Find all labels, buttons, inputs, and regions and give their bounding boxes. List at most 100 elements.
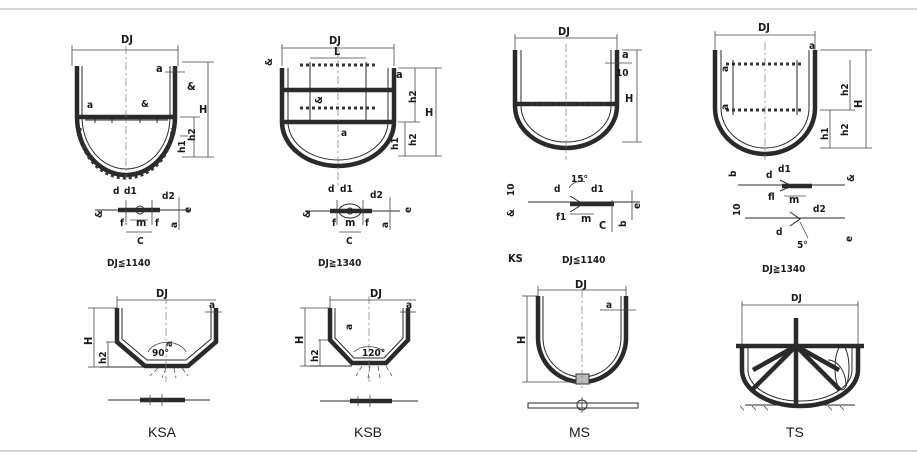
ks-b: b xyxy=(618,220,629,227)
ks-c: C xyxy=(599,219,606,232)
ksa-angle: 90° xyxy=(152,348,169,359)
condition-label-small: DJ≦1140 xyxy=(107,258,150,269)
dim-h2-upper: h2 xyxy=(408,90,419,103)
hub-c: C xyxy=(137,236,144,247)
condition-label-ks: DJ≦1140 xyxy=(562,255,605,266)
dim-H: H xyxy=(199,103,207,116)
fks-d1: d1 xyxy=(778,164,791,175)
dim-a-2: a xyxy=(396,68,403,81)
ms-frame xyxy=(535,290,629,388)
dim-H-2: H xyxy=(425,106,433,119)
fks-dim-a1: a xyxy=(809,41,815,52)
fks-dim-h2: h2 xyxy=(840,83,851,96)
panel-ksb: DJ a H h2 a 120° KSB xyxy=(293,287,418,440)
dim-L: L xyxy=(334,45,341,58)
panel-frame-ks-large: DJ a a a H h2 h1 h2 b d d1 & fl m xyxy=(712,21,872,275)
fks-5deg: 5° xyxy=(797,240,808,251)
ksb-hub-strip xyxy=(320,395,418,407)
ksb-dim-dj: DJ xyxy=(370,287,382,300)
fks-e: e xyxy=(844,236,855,242)
ms-dim-H: H xyxy=(515,336,528,344)
caption-ts: TS xyxy=(786,424,804,440)
ksa-dim-dj: DJ xyxy=(156,287,168,300)
anchor-small-frame xyxy=(74,46,178,180)
ks-dim-dj: DJ xyxy=(558,25,570,38)
panel-frame-large: DJ L & a & a H h2 h1 h2 d xyxy=(264,34,442,269)
frame-large-frame xyxy=(279,44,397,185)
hub-e: e xyxy=(183,207,194,213)
condition-label-fks: DJ≧1340 xyxy=(762,264,805,275)
dim-amp-blade: & xyxy=(141,99,149,110)
hub2-d: d xyxy=(328,184,334,195)
caption-ms: MS xyxy=(569,424,590,440)
ms-hub-block xyxy=(575,373,590,385)
fks-10: 10 xyxy=(732,203,743,216)
dim-dj-2: DJ xyxy=(329,34,341,47)
ms-dim-dj: DJ xyxy=(575,278,587,291)
dim-dj: DJ xyxy=(121,33,133,46)
hub2-f-right: f xyxy=(365,218,369,229)
dim-a: a xyxy=(156,62,163,75)
hub-a: a xyxy=(169,222,180,228)
hub-section-large: d d1 d2 & e f m f C a DJ≧1340 xyxy=(302,184,414,269)
caption-ksb: KSB xyxy=(354,424,382,440)
hub2-m: m xyxy=(345,216,355,229)
panel-ms: DJ a H MS xyxy=(515,278,639,440)
hub2-f-left: f xyxy=(332,218,336,229)
fks-m: m xyxy=(789,193,799,206)
fks-d2: d2 xyxy=(813,204,826,215)
ksb-dim-a2: a xyxy=(344,324,355,330)
ks-type-label: KS xyxy=(508,252,523,265)
hub-f-right: f xyxy=(155,218,159,229)
fks-f1: fl xyxy=(768,192,775,203)
hub-d: d xyxy=(113,186,119,197)
frame-ks-hub-sections: b d d1 & fl m 10 d2 d 5° e DJ≧1340 xyxy=(728,164,857,275)
fks-b: b xyxy=(728,170,739,177)
ksa-dim-H: H xyxy=(82,337,95,345)
panel-anchor-small: DJ a & H h2 h1 a & d d1 d xyxy=(71,33,214,269)
dim-h2-lower: h2 xyxy=(408,133,419,146)
fks-dim-a2: a xyxy=(720,66,731,72)
hub-d1: d1 xyxy=(124,186,137,197)
fks-dim-a3: a xyxy=(720,104,731,110)
ks-amp: & xyxy=(506,209,517,217)
ksb-angle: 120° xyxy=(362,348,385,359)
panel-ksa: DJ a H h2 a 90° KSA xyxy=(82,287,222,440)
hub2-c: C xyxy=(346,236,353,247)
caption-ksa: KSA xyxy=(148,424,177,440)
hub2-d2: d2 xyxy=(370,190,383,201)
panel-anchor-ks: DJ a 10 H 15° d d1 10 & f1 m C e b xyxy=(506,25,643,266)
ks-hub-section: 15° d d1 10 & f1 m C e b KS DJ≦1140 xyxy=(506,174,643,266)
frame-ks-large-frame xyxy=(712,42,818,160)
ksa-dim-h2: h2 xyxy=(98,351,109,364)
fks-d: d xyxy=(766,170,772,181)
ksa-dim-a: a xyxy=(209,300,215,311)
ksb-dimensions: DJ a H h2 a 120° xyxy=(293,287,416,367)
ts-frame xyxy=(736,318,864,411)
ks-dim-10: 10 xyxy=(616,68,629,79)
ksb-dim-a: a xyxy=(406,300,412,311)
condition-label-large: DJ≧1340 xyxy=(318,258,361,269)
dim-a-blade: a xyxy=(87,100,93,111)
panel-ts: DJ TS xyxy=(736,293,864,440)
hub2-e: e xyxy=(403,207,414,213)
fks-amp: & xyxy=(846,174,857,182)
hub-section-small: d d1 d2 & e f m f C a DJ≦1140 xyxy=(94,186,194,269)
frame-large-dimensions: DJ L & a & a H h2 h1 h2 xyxy=(264,34,442,157)
ksa-dimensions: DJ a H h2 a 90° xyxy=(82,287,222,368)
ks-dim-a: a xyxy=(622,48,629,61)
ms-dimensions: DJ a H xyxy=(515,278,636,383)
hub2-amp: & xyxy=(302,210,313,218)
dim-amp-2: & xyxy=(264,58,275,66)
ks-10: 10 xyxy=(506,183,517,196)
ksb-dim-H: H xyxy=(293,336,306,344)
ks-d: d xyxy=(554,184,560,195)
dim-h2: h2 xyxy=(187,128,198,141)
ksa-dim-a2: a xyxy=(164,341,175,347)
ks-dimensions: DJ a 10 H xyxy=(514,25,642,143)
ms-dim-a: a xyxy=(606,300,612,311)
ts-dimensions: DJ xyxy=(741,293,859,346)
fks-dim-h2b: h2 xyxy=(840,123,851,136)
ks-15deg: 15° xyxy=(571,174,588,185)
